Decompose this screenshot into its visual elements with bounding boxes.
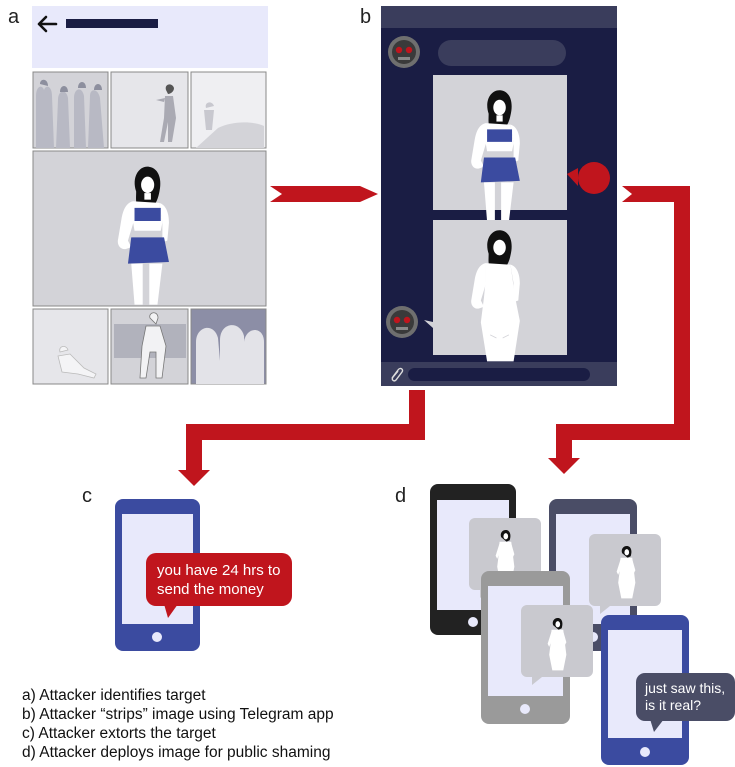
bot-avatar-icon-2 xyxy=(386,306,418,338)
thumbnail-beach xyxy=(190,71,267,149)
bot-avatar-icon xyxy=(388,36,420,68)
back-arrow-icon xyxy=(37,15,58,33)
panel-d-label: d xyxy=(395,485,407,507)
thumbnail-faces xyxy=(190,308,267,385)
extortion-message-line-1: you have 24 hrs to xyxy=(157,562,281,579)
shaming-message-text: just saw this, is it real? xyxy=(645,680,725,714)
panel-c-label: c xyxy=(82,485,92,507)
chat-header-bar xyxy=(381,6,617,28)
thumbnail-sitting xyxy=(32,308,109,385)
panel-b-label: b xyxy=(360,6,372,28)
shaming-message-bubble xyxy=(636,673,735,721)
shaming-message-line-1: just saw this, xyxy=(645,680,726,696)
legend-item-a: a) Attacker identifies target xyxy=(22,687,206,704)
message-input-field xyxy=(408,368,590,381)
selected-photo xyxy=(32,150,267,307)
panel-a-label: a xyxy=(8,6,20,28)
gallery-title-bar xyxy=(66,19,158,28)
panel-a-gallery xyxy=(32,6,268,385)
legend-item-c: c) Attacker extorts the target xyxy=(22,725,216,742)
thumbnail-standing xyxy=(110,71,189,149)
panel-b-chat xyxy=(381,6,617,386)
arrow-b-to-c xyxy=(178,390,425,486)
extortion-message-line-2: send the money xyxy=(157,581,264,598)
arrow-a-to-b xyxy=(270,186,378,202)
thumbnail-couch xyxy=(110,308,189,385)
chat-message-bubble xyxy=(438,40,566,66)
alert-dot-icon xyxy=(578,162,610,194)
legend: a) Attacker identifies target b) Attacke… xyxy=(22,686,334,762)
panel-d-phones xyxy=(430,484,735,765)
legend-item-b: b) Attacker “strips” image using Telegra… xyxy=(22,706,334,723)
extortion-message-bubble xyxy=(146,553,292,606)
thumbnail-group-photo xyxy=(32,71,109,149)
extortion-message-text: you have 24 hrs to send the money xyxy=(157,561,280,599)
gallery-header xyxy=(32,6,268,68)
shaming-message-line-2: is it real? xyxy=(645,697,702,713)
arrow-b-to-d xyxy=(548,186,690,474)
attachment-icon xyxy=(391,367,404,382)
panel-c-phone xyxy=(115,499,292,651)
legend-item-d: d) Attacker deploys image for public sha… xyxy=(22,744,331,761)
